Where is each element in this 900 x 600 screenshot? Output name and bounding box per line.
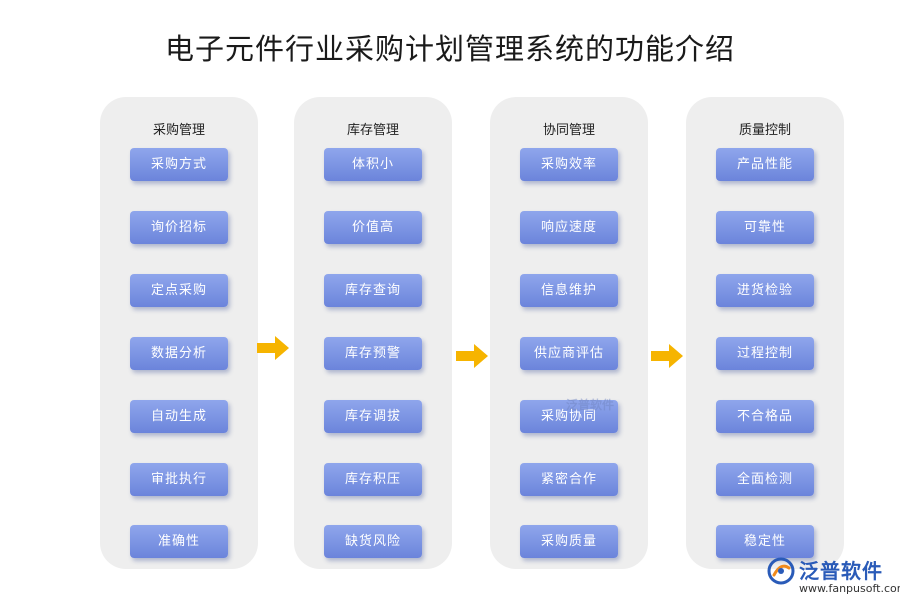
brand-url: www.fanpusoft.com <box>799 582 900 595</box>
item-box: 可靠性 <box>716 211 814 244</box>
item-box: 产品性能 <box>716 148 814 181</box>
brand-name: 泛普软件 <box>799 559 883 583</box>
item-box: 进货检验 <box>716 274 814 307</box>
item-box: 审批执行 <box>130 463 228 496</box>
brand-logo-icon <box>767 557 795 585</box>
item-box: 数据分析 <box>130 337 228 370</box>
column-title: 质量控制 <box>738 123 791 138</box>
item-box: 采购效率 <box>520 148 618 181</box>
item-box: 体积小 <box>324 148 422 181</box>
item-box: 响应速度 <box>520 211 618 244</box>
item-box: 信息维护 <box>520 274 618 307</box>
column-quality-control: 质量控制 产品性能 可靠性 进货检验 过程控制 不合格品 全面检测 稳定性 <box>686 97 844 569</box>
item-box: 过程控制 <box>716 337 814 370</box>
right-arrow-icon <box>456 344 488 368</box>
item-box: 库存预警 <box>324 337 422 370</box>
column-purchase-management: 采购管理 采购方式 询价招标 定点采购 数据分析 自动生成 审批执行 准确性 <box>100 97 258 569</box>
item-box: 准确性 <box>130 525 228 558</box>
item-box: 采购方式 <box>130 148 228 181</box>
item-box: 缺货风险 <box>324 525 422 558</box>
item-box: 供应商评估 <box>520 337 618 370</box>
item-box: 不合格品 <box>716 400 814 433</box>
item-box: 稳定性 <box>716 525 814 558</box>
right-arrow-icon <box>257 336 289 360</box>
column-title: 采购管理 <box>152 123 205 138</box>
item-box: 定点采购 <box>130 274 228 307</box>
item-box: 紧密合作 <box>520 463 618 496</box>
item-box: 全面检测 <box>716 463 814 496</box>
item-box: 自动生成 <box>130 400 228 433</box>
column-collaboration-management: 协同管理 采购效率 响应速度 信息维护 供应商评估 采购协同 紧密合作 采购质量 <box>490 97 648 569</box>
column-title: 协同管理 <box>542 123 595 138</box>
right-arrow-icon <box>651 344 683 368</box>
item-box: 采购质量 <box>520 525 618 558</box>
item-box: 库存查询 <box>324 274 422 307</box>
column-inventory-management: 库存管理 体积小 价值高 库存查询 库存预警 库存调拔 库存积压 缺货风险 <box>294 97 452 569</box>
item-box: 价值高 <box>324 211 422 244</box>
item-box: 库存调拔 <box>324 400 422 433</box>
page-title: 电子元件行业采购计划管理系统的功能介绍 <box>164 32 735 66</box>
item-box: 库存积压 <box>324 463 422 496</box>
brand-logo: 泛普软件 www.fanpusoft.com <box>766 554 900 598</box>
item-box: 询价招标 <box>130 211 228 244</box>
watermark-text: 泛普软件 <box>566 398 615 412</box>
column-title: 库存管理 <box>346 123 399 138</box>
item-box: 采购协同 <box>520 400 618 433</box>
